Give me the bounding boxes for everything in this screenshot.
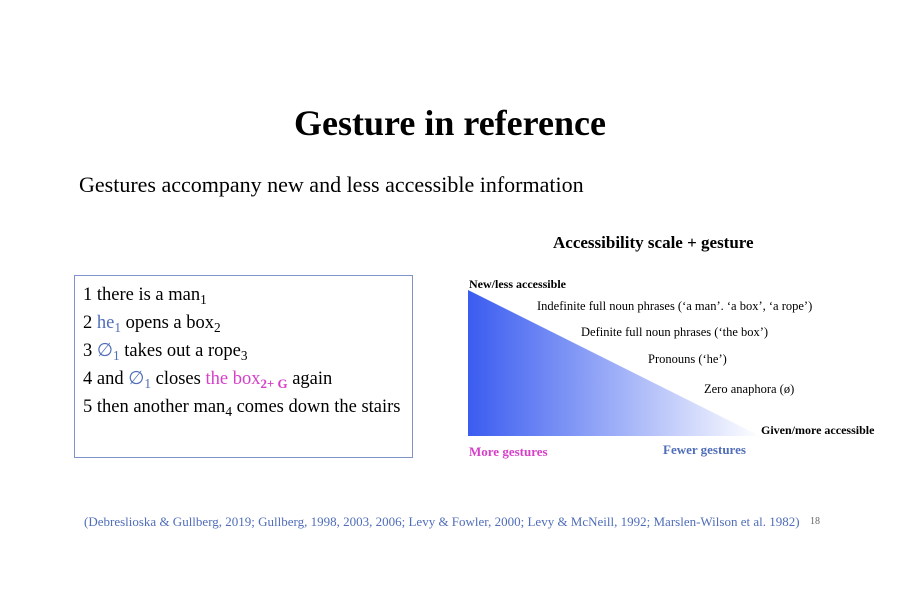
zero-anaphora: ∅1 <box>96 341 120 364</box>
example-line-3: 3 ∅1 takes out a rope3 <box>83 341 248 364</box>
slide-title: Gesture in reference <box>294 103 606 143</box>
example-line-1: 1 there is a man1 <box>83 285 207 307</box>
example-box: 1 there is a man1 2 he1 opens a box2 3 ∅… <box>74 275 413 458</box>
scale-item-2: Definite full noun phrases (‘the box’) <box>581 325 769 339</box>
page-number: 18 <box>810 516 820 527</box>
scale-top-label: New/less accessible <box>469 277 566 291</box>
fewer-gestures-label: Fewer gestures <box>663 442 746 457</box>
scale-item-3: Pronouns (‘he’) <box>648 352 727 366</box>
zero-anaphora: ∅1 <box>128 369 151 392</box>
example-line-5: 5 then another man4 comes down the stair… <box>83 397 401 420</box>
gestured-referent: the box2+ G <box>205 369 288 392</box>
scale-item-4: Zero anaphora (ø) <box>704 382 795 396</box>
pronoun-he: he1 <box>96 313 121 336</box>
references: (Debreslioska & Gullberg, 2019; Gullberg… <box>84 514 800 529</box>
scale-title: Accessibility scale + gesture <box>553 233 754 252</box>
more-gestures-label: More gestures <box>469 444 548 459</box>
slide-subtitle: Gestures accompany new and less accessib… <box>79 172 584 197</box>
example-line-2: 2 he1 opens a box2 <box>83 313 221 336</box>
scale-bottom-label: Given/more accessible <box>761 423 875 437</box>
scale-item-1: Indefinite full noun phrases (‘a man’. ‘… <box>537 299 813 313</box>
accessibility-triangle <box>468 290 760 436</box>
example-line-4: 4 and ∅1 closes the box2+ G again <box>83 369 333 392</box>
